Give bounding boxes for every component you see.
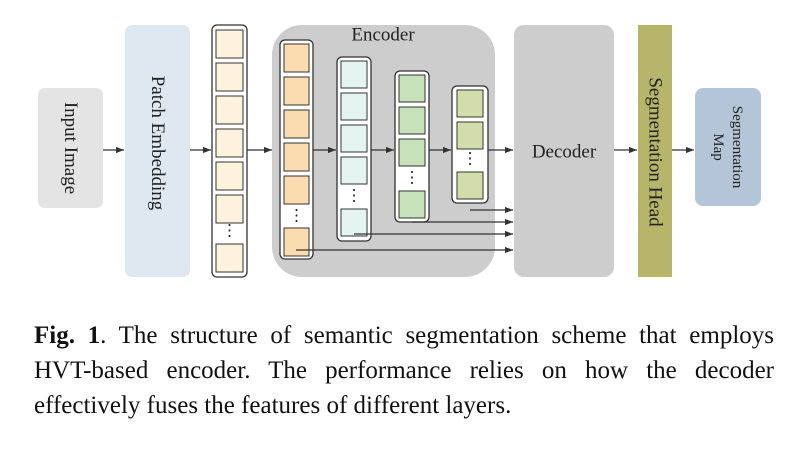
stage4-cell-1 (456, 89, 484, 118)
decoder-box (514, 25, 614, 277)
stage-1-ellipsis: ⋮ (289, 208, 305, 225)
architecture-diagram: Input Image Patch Embedding ⋮ Encoder ⋮ … (38, 24, 761, 278)
stage-2-ellipsis: ⋮ (346, 188, 362, 205)
stage3-cell-3 (398, 138, 426, 167)
encoder-stage-3: ⋮ (394, 70, 430, 223)
encoder-label: Encoder (351, 25, 415, 46)
flow-arrows (103, 146, 694, 254)
segmentation-head-label: Segmentation Head (645, 77, 666, 227)
stage1-cell-6 (283, 227, 310, 257)
encoder-stage-1: ⋮ (279, 39, 314, 260)
token-cell-1 (215, 29, 244, 59)
segmentation-map-box (695, 88, 761, 206)
segmentation-map-label-line1: Segmentation (729, 106, 745, 189)
token-ellipsis: ⋮ (222, 223, 238, 240)
stage1-cell-3 (283, 109, 310, 139)
stage2-cell-3 (340, 124, 368, 153)
input-image-box (38, 88, 103, 208)
stage2-cell-2 (340, 92, 368, 121)
stage4-cell-3 (456, 171, 484, 200)
encoder-stage-4: ⋮ (451, 85, 489, 204)
figure-caption: Fig. 1. The structure of semantic segmen… (34, 318, 774, 423)
segmentation-head-box (638, 25, 672, 277)
stage-4-ellipsis: ⋮ (462, 151, 478, 168)
stage2-cell-5 (340, 208, 368, 237)
stage2-cell-4 (340, 156, 368, 185)
token-cell-6 (215, 194, 244, 224)
stage-3-ellipsis: ⋮ (404, 170, 420, 187)
input-image-label: Input Image (60, 102, 81, 194)
figure-label: Fig. 1 (34, 322, 101, 349)
token-cell-2 (215, 62, 244, 92)
stage1-cell-4 (283, 142, 310, 172)
stage3-cell-2 (398, 106, 426, 135)
token-cell-3 (215, 95, 244, 125)
encoder-block (272, 25, 495, 277)
stage1-cell-2 (283, 76, 310, 106)
patch-embedding-box (125, 25, 190, 277)
stage3-cell-4 (398, 190, 426, 219)
token-cell-5 (215, 161, 244, 191)
stage1-cell-5 (283, 175, 310, 205)
stage3-cell-1 (398, 74, 426, 103)
token-cell-4 (215, 128, 244, 158)
encoder-stage-2: ⋮ (336, 56, 372, 242)
stage2-cell-1 (340, 60, 368, 89)
stage1-cell-1 (283, 43, 310, 73)
token-column: ⋮ (211, 24, 248, 278)
token-cell-7 (215, 243, 244, 273)
stage4-cell-2 (456, 121, 484, 150)
segmentation-map-label-line2: Map (710, 133, 726, 161)
caption-text: . The structure of semantic segmentation… (34, 322, 775, 419)
decoder-label: Decoder (532, 142, 597, 163)
patch-embedding-label: Patch Embedding (147, 76, 168, 211)
